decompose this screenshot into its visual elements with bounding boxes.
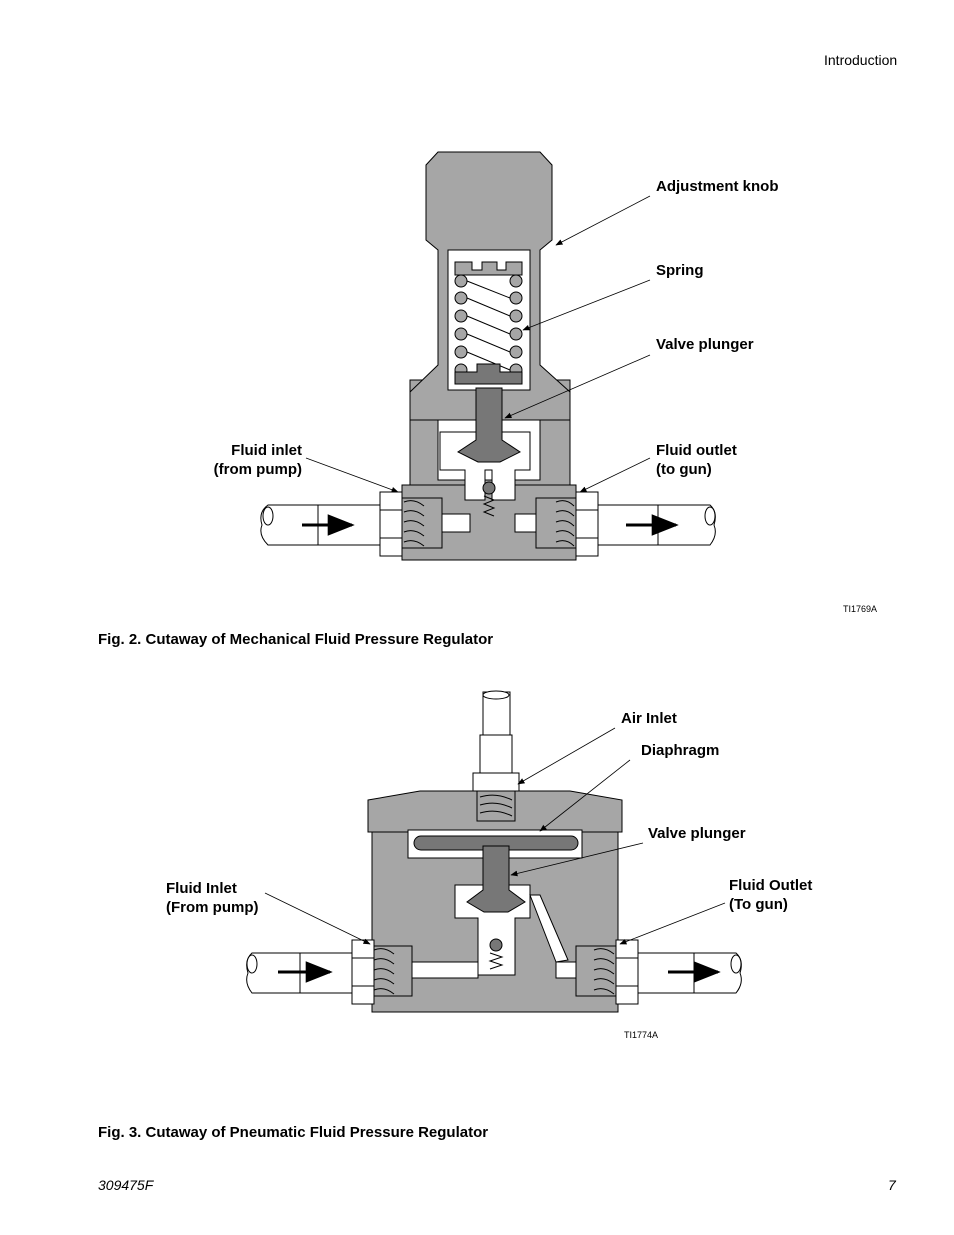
label-fluid-outlet-2-line2: (To gun) xyxy=(729,896,788,913)
label-air-inlet: Air Inlet xyxy=(621,710,677,727)
label-valve-plunger-2: Valve plunger xyxy=(648,825,746,842)
label-fluid-outlet-2-line1: Fluid Outlet xyxy=(729,877,813,894)
label-valve-plunger: Valve plunger xyxy=(656,336,754,353)
footer-doc-number: 309475F xyxy=(98,1177,154,1193)
figure-2-caption: Fig. 2. Cutaway of Mechanical Fluid Pres… xyxy=(98,631,494,648)
figure-2-id: TI1769A xyxy=(843,604,878,614)
pneumatic-regulator xyxy=(246,690,742,1013)
label-adjustment-knob: Adjustment knob xyxy=(656,178,779,195)
label-fluid-outlet-line2: (to gun) xyxy=(656,461,712,478)
label-fluid-outlet-line1: Fluid outlet xyxy=(656,442,737,459)
label-fluid-inlet-2: Fluid Inlet (From pump) xyxy=(166,879,258,917)
label-fluid-inlet-2-line1: Fluid Inlet xyxy=(166,880,237,897)
mechanical-regulator xyxy=(260,151,716,561)
figure-3-id: TI1774A xyxy=(624,1030,659,1040)
label-fluid-outlet: Fluid outlet (to gun) xyxy=(656,441,737,479)
footer-page-number: 7 xyxy=(888,1177,896,1193)
label-diaphragm: Diaphragm xyxy=(641,742,720,759)
label-fluid-inlet: Fluid inlet (from pump) xyxy=(210,441,302,479)
label-fluid-inlet-line1: Fluid inlet xyxy=(231,442,302,459)
label-fluid-inlet-line2: (from pump) xyxy=(213,461,302,478)
label-spring: Spring xyxy=(656,262,704,279)
section-header: Introduction xyxy=(824,52,898,68)
label-fluid-outlet-2: Fluid Outlet (To gun) xyxy=(729,876,812,914)
label-fluid-inlet-2-line2: (From pump) xyxy=(166,899,259,916)
figure-3-caption: Fig. 3. Cutaway of Pneumatic Fluid Press… xyxy=(98,1124,489,1141)
